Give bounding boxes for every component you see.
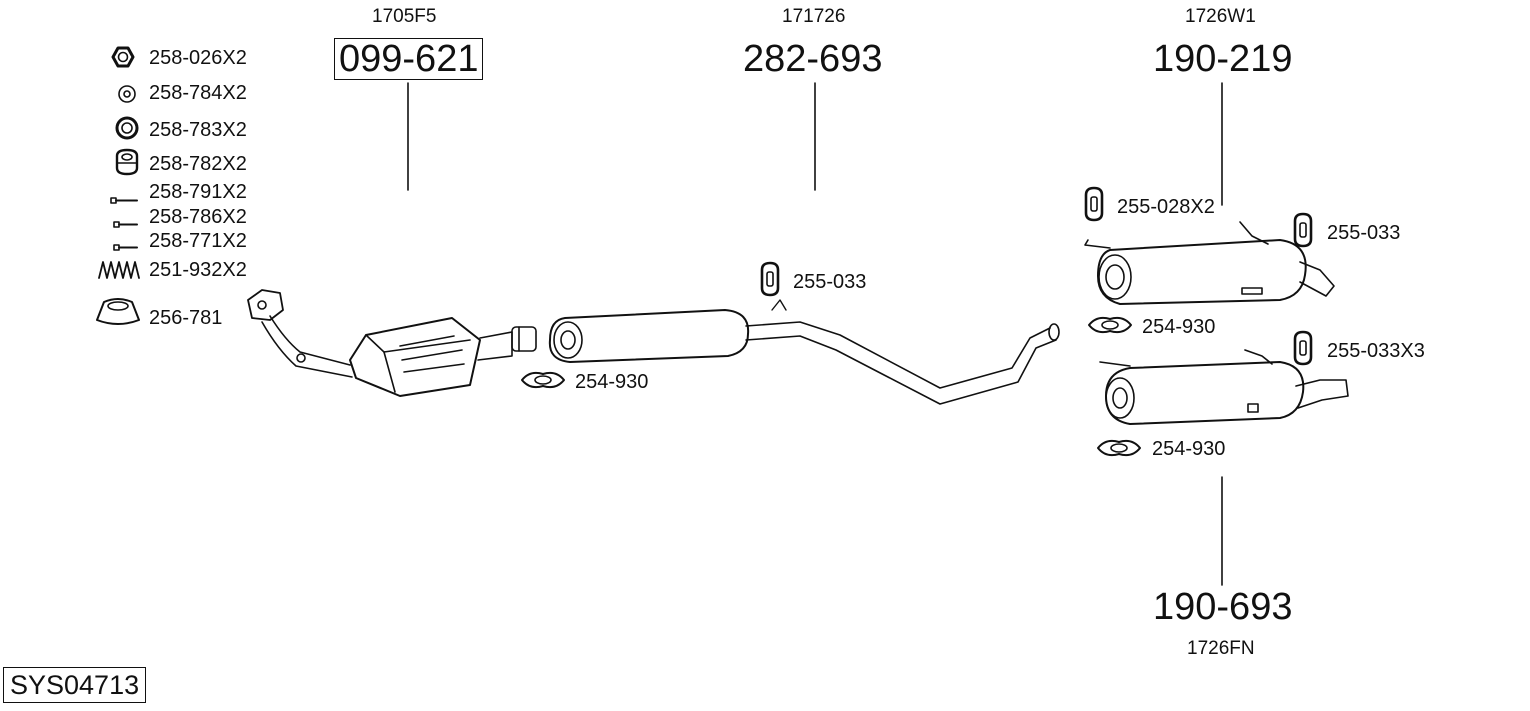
accessory-label[interactable]: 255-033 (1327, 222, 1401, 244)
accessory-label[interactable]: 254-930 (575, 371, 649, 393)
part-number[interactable]: 190-693 (1153, 586, 1293, 628)
clamp-icon (521, 371, 565, 389)
fitting-label[interactable]: 258-786X2 (149, 206, 247, 228)
fitting-label[interactable]: 258-783X2 (149, 119, 247, 141)
rubber-mount-icon (1084, 186, 1104, 222)
bolt-icon (110, 197, 138, 204)
washer-icon (118, 85, 136, 103)
accessory-label[interactable]: 254-930 (1142, 316, 1216, 338)
fitting-label[interactable]: 256-781 (149, 307, 223, 329)
part-reference: 171726 (782, 6, 846, 27)
clamp-icon (1097, 439, 1141, 457)
system-code: SYS04713 (3, 667, 147, 703)
gasket-ring-icon (96, 298, 140, 325)
rear-silencer-upper (1084, 221, 1335, 305)
part-reference: 1726FN (1187, 638, 1255, 659)
fitting-label[interactable]: 258-791X2 (149, 181, 247, 203)
part-number-boxed[interactable]: 099-621 (334, 38, 484, 80)
accessory-label[interactable]: 255-028X2 (1117, 196, 1215, 218)
catalytic-converter-assembly (247, 289, 537, 397)
rubber-mount-icon (1293, 212, 1313, 248)
part-number[interactable]: 190-219 (1153, 38, 1293, 80)
bolt-icon (113, 221, 138, 228)
fitting-label[interactable]: 258-784X2 (149, 82, 247, 104)
accessory-label[interactable]: 254-930 (1152, 438, 1226, 460)
fitting-label[interactable]: 251-932X2 (149, 259, 247, 281)
rubber-mount-icon (760, 261, 780, 297)
spring-washer-icon (115, 116, 139, 140)
rubber-bush-icon (115, 148, 139, 176)
bolt-icon (113, 244, 138, 251)
fitting-label[interactable]: 258-026X2 (149, 47, 247, 69)
fitting-label[interactable]: 258-782X2 (149, 153, 247, 175)
part-number[interactable]: 282-693 (743, 38, 883, 80)
hex-nut-icon (111, 46, 135, 68)
rubber-mount-icon (1293, 330, 1313, 366)
clamp-icon (1088, 316, 1132, 334)
leader-lines (407, 82, 1223, 586)
rear-silencer-lower (1099, 349, 1349, 425)
spring-icon (98, 261, 140, 279)
part-reference: 1705F5 (372, 6, 437, 27)
accessory-label[interactable]: 255-033 (793, 271, 867, 293)
fitting-label[interactable]: 258-771X2 (149, 230, 247, 252)
part-reference: 1726W1 (1185, 6, 1256, 27)
accessory-label[interactable]: 255-033X3 (1327, 340, 1425, 362)
centre-silencer-assembly (548, 299, 1060, 405)
